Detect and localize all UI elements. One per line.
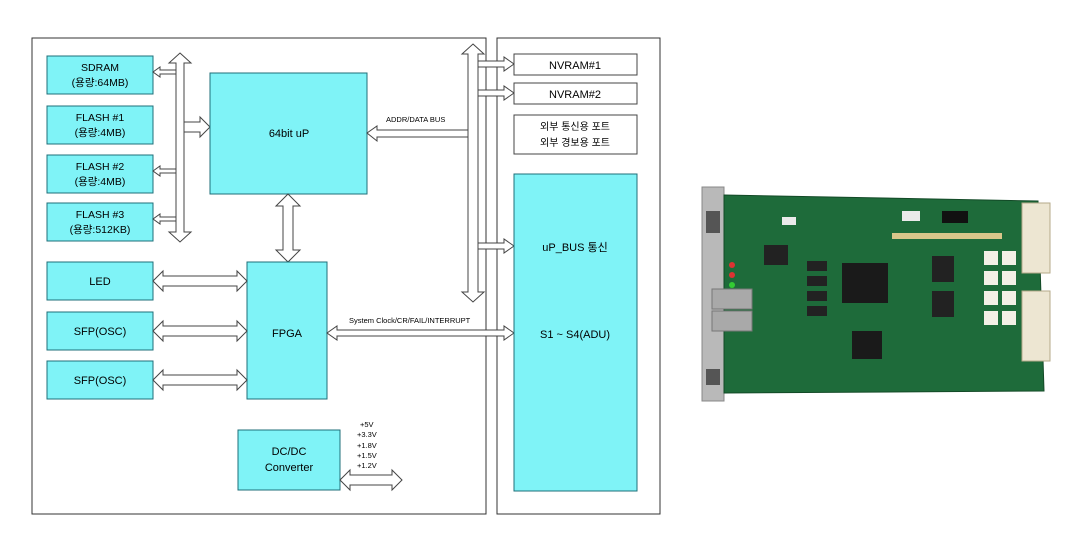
ic-chip-2 [932,291,954,317]
flash2-block: FLASH #2 (용량:4MB) [46,154,154,194]
cpu-fpga-arrow [274,193,302,263]
addr-data-bus-arrow [366,125,469,143]
component-1 [782,217,796,225]
sfp2-label: SFP(OSC) [74,375,127,387]
bus-to-nvram1-arrow [477,56,515,72]
flash3-block: FLASH #3 (용량:512KB) [46,202,154,242]
relay-5 [1002,251,1016,265]
backplane-bus-arrow [460,43,486,303]
sdram-capacity: (용량:64MB) [72,77,129,89]
voltage-1v8: +1.8V [357,441,377,450]
edge-connector-bottom [1021,290,1051,362]
led-indicator-2 [729,272,735,278]
sfp-cage-1 [711,288,753,310]
slots-label: S1 ~ S4(ADU) [540,329,610,341]
relay-6 [1002,271,1016,285]
relay-2 [984,271,998,285]
voltage-list: +5V +3.3V +1.8V +1.5V +1.2V [357,420,377,470]
flash1-capacity: (용량:4MB) [75,127,126,139]
external-ports-block: 외부 통신용 포트 외부 경보용 포트 [513,114,638,155]
edge-connector-top [1021,202,1051,274]
dcdc-block: DC/DC Converter [237,429,341,491]
nvram2-label: NVRAM#2 [549,89,601,101]
memory-chip-4 [807,306,827,316]
sfp1-block: SFP(OSC) [46,311,154,351]
addr-data-bus-label: ADDR/DATA BUS [386,115,445,124]
flash1-block: FLASH #1 (용량:4MB) [46,105,154,145]
voltage-5v: +5V [360,420,374,429]
relay-3 [984,291,998,305]
adu-slots-block: uP_BUS 통신 S1 ~ S4(ADU) [513,173,638,492]
alarm-port-label: 외부 경보용 포트 [540,136,610,149]
flash2-label: FLASH #2 [76,161,125,173]
bus-to-nvram2-arrow [477,85,515,101]
component-2 [902,211,920,221]
panel-screw-bottom [706,369,720,385]
pin-header [892,233,1002,239]
bus-to-cpu-arrow [183,115,211,139]
cpu-label: 64bit uP [269,128,309,140]
bus-to-upbus-arrow [477,238,515,254]
nvram2-block: NVRAM#2 [513,82,638,105]
flash3-bus-connector [152,213,177,225]
sfp-cage-2 [711,310,753,332]
cpu-chip [852,331,882,359]
relay-4 [984,311,998,325]
memory-chip-1 [807,261,827,271]
comm-port-label: 외부 통신용 포트 [540,121,610,133]
fpga-label: FPGA [272,328,303,340]
memory-chip-2 [807,276,827,286]
sfp2-fpga-arrow [152,368,248,392]
sdram-block: SDRAM (용량:64MB) [46,55,154,95]
voltage-1v5: +1.5V [357,451,377,460]
led-block: LED [46,261,154,301]
flash1-label: FLASH #1 [76,112,125,124]
main-board-frame [31,37,487,515]
cpu-block: 64bit uP [209,72,368,195]
led-label: LED [89,276,110,288]
sfp1-fpga-arrow [152,319,248,343]
fpga-chip [842,263,888,303]
pcb-board-photo [692,181,1056,409]
ic-chip-1 [932,256,954,282]
transformer [942,211,968,223]
relay-8 [1002,311,1016,325]
system-clock-label: System Clock/CR/FAIL/INTERRUPT [349,316,471,325]
upbus-label: uP_BUS 통신 [542,241,608,254]
voltage-output-arrow [339,468,403,492]
sdram-label: SDRAM [81,62,119,74]
ic-chip-3 [764,245,788,265]
led-indicator-3 [729,282,735,288]
memory-bus-arrow [167,52,193,243]
dcdc-label-1: DC/DC [272,446,307,458]
nvram1-label: NVRAM#1 [549,60,601,72]
flash3-capacity: (용량:512KB) [70,224,131,236]
voltage-3v3: +3.3V [357,430,377,439]
led-indicator-1 [729,262,735,268]
relay-7 [1002,291,1016,305]
dcdc-label-2: Converter [265,462,314,474]
fpga-block: FPGA [246,261,328,400]
flash2-bus-connector [152,165,177,177]
sfp2-block: SFP(OSC) [46,360,154,400]
backplane-frame [496,37,661,515]
voltage-1v2: +1.2V [357,461,377,470]
flash2-capacity: (용량:4MB) [75,176,126,188]
memory-chip-3 [807,291,827,301]
sdram-bus-connector [152,66,177,78]
panel-screw-top [706,211,720,233]
relay-1 [984,251,998,265]
sfp1-label: SFP(OSC) [74,326,127,338]
led-fpga-arrow [152,269,248,293]
flash3-label: FLASH #3 [76,209,125,221]
nvram1-block: NVRAM#1 [513,53,638,76]
